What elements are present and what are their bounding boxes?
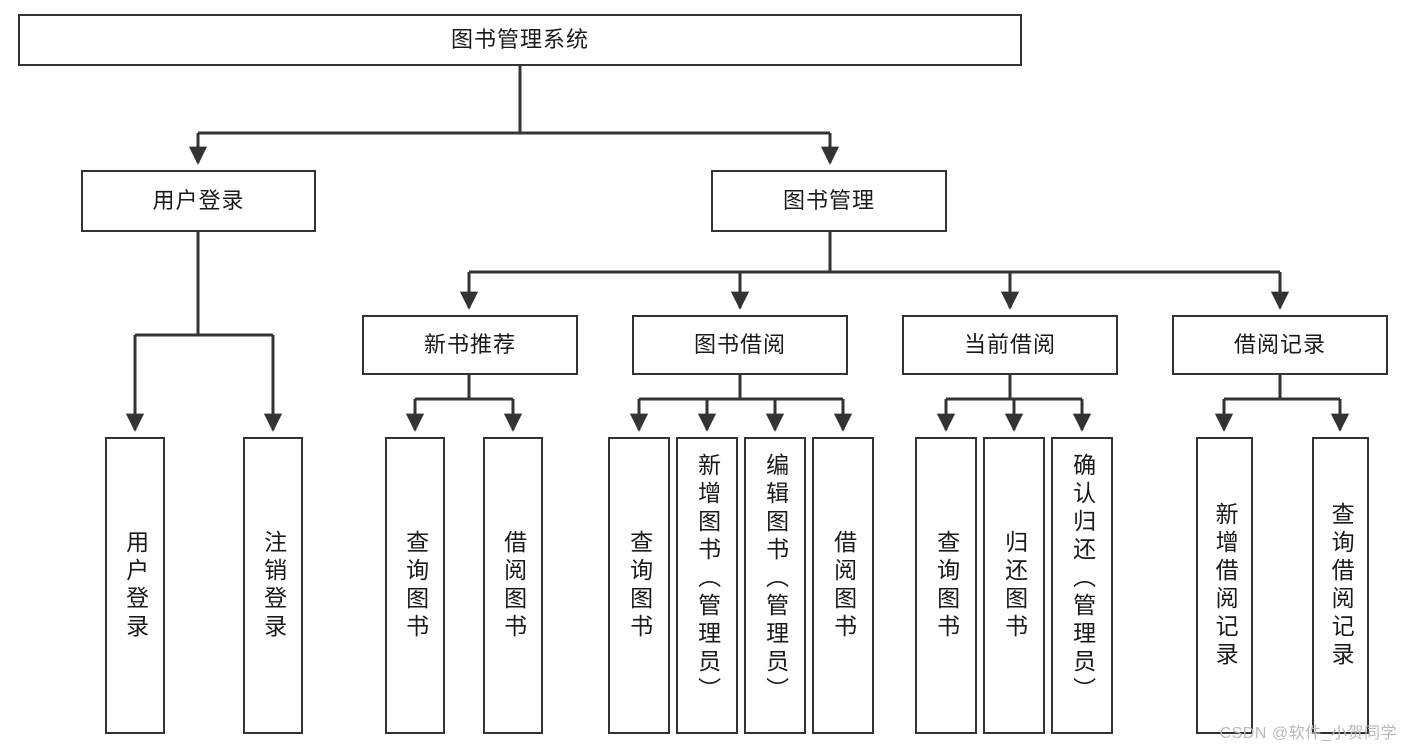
node-label: 用户登录 [152, 188, 245, 214]
node-label: 当前借阅 [963, 332, 1056, 358]
leaf-query-borrow-record[interactable]: 查询借阅记录 [1312, 437, 1369, 734]
node-label: 编辑图书（管理员） [762, 453, 789, 705]
leaf-borrow-book-new-recommend[interactable]: 借阅图书 [483, 437, 543, 734]
node-label: 图书借阅 [693, 332, 786, 358]
node-book-borrowing[interactable]: 图书借阅 [632, 315, 848, 375]
node-label: 新增图书（管理员） [694, 453, 721, 705]
node-new-book-recommendation[interactable]: 新书推荐 [362, 315, 578, 375]
leaf-add-book-admin[interactable]: 新增图书（管理员） [676, 437, 738, 734]
leaf-query-book-current[interactable]: 查询图书 [915, 437, 977, 734]
leaf-borrow-book-borrowing[interactable]: 借阅图书 [812, 437, 874, 734]
leaf-add-borrow-record[interactable]: 新增借阅记录 [1196, 437, 1253, 734]
node-label: 归还图书 [1001, 529, 1028, 642]
leaf-edit-book-admin[interactable]: 编辑图书（管理员） [744, 437, 806, 734]
node-label: 查询图书 [626, 529, 653, 642]
leaf-query-book-borrowing[interactable]: 查询图书 [608, 437, 670, 734]
node-borrowing-record[interactable]: 借阅记录 [1172, 315, 1388, 375]
node-label: 借阅图书 [500, 529, 527, 642]
node-label: 借阅记录 [1233, 332, 1326, 358]
node-label: 查询借阅记录 [1328, 501, 1355, 670]
leaf-confirm-return-admin[interactable]: 确认归还（管理员） [1051, 437, 1113, 734]
leaf-logout[interactable]: 注销登录 [243, 437, 303, 734]
node-label: 借阅图书 [830, 529, 857, 642]
node-label: 确认归还（管理员） [1069, 453, 1096, 705]
node-label: 查询图书 [933, 529, 960, 642]
leaf-user-login[interactable]: 用户登录 [105, 437, 165, 734]
node-label: 图书管理系统 [450, 27, 589, 53]
node-label: 图书管理 [782, 188, 875, 214]
node-current-borrowing[interactable]: 当前借阅 [902, 315, 1118, 375]
leaf-return-book[interactable]: 归还图书 [983, 437, 1045, 734]
node-label: 新增借阅记录 [1212, 501, 1239, 670]
node-label: 新书推荐 [423, 332, 516, 358]
node-label: 用户登录 [122, 529, 149, 642]
node-book-management[interactable]: 图书管理 [711, 170, 947, 232]
leaf-query-book-new-recommend[interactable]: 查询图书 [385, 437, 445, 734]
node-user-login[interactable]: 用户登录 [81, 170, 316, 232]
node-label: 注销登录 [260, 529, 287, 642]
node-root-book-management-system[interactable]: 图书管理系统 [18, 14, 1022, 66]
node-label: 查询图书 [402, 529, 429, 642]
